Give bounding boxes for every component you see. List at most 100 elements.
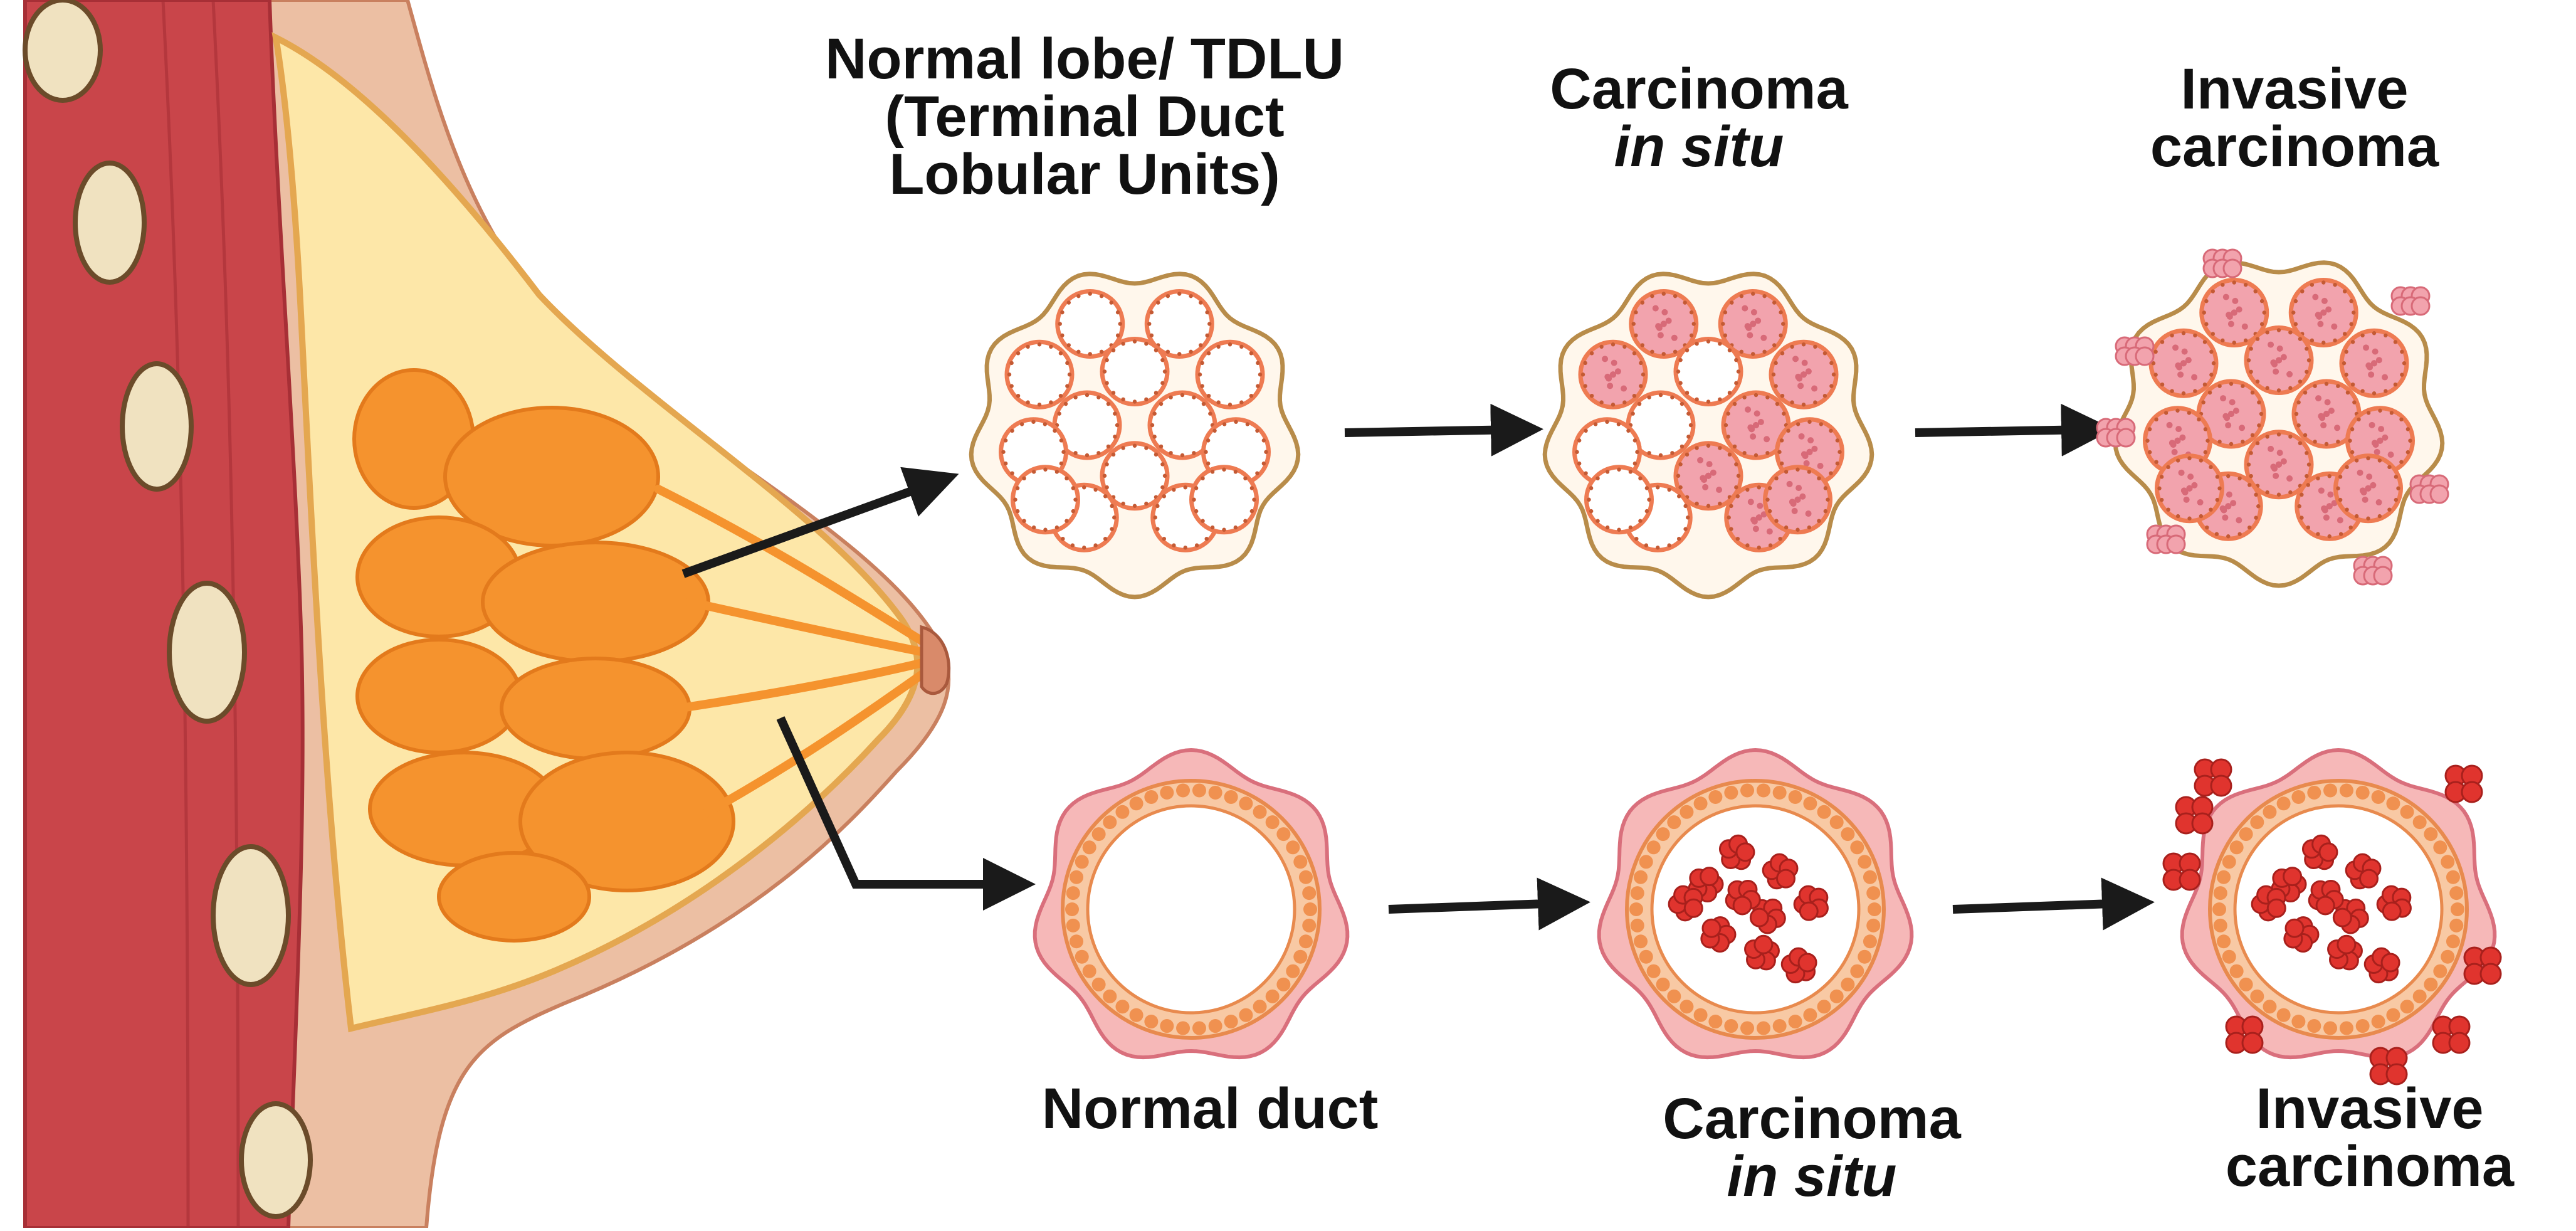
cell-dot	[1192, 451, 1196, 455]
cell-dot	[1013, 497, 1017, 502]
cell-dot	[1577, 438, 1582, 443]
cell-dot	[2197, 417, 2201, 422]
tumor-nucleus	[2273, 368, 2279, 375]
cell-dot	[1043, 467, 1048, 472]
cell-dot	[1580, 372, 1585, 377]
cell-dot	[1176, 783, 1191, 798]
cell-dot	[1632, 393, 1637, 398]
tumor-nucleus	[2324, 399, 2331, 406]
cell-dot	[2387, 465, 2392, 470]
cell-dot	[1774, 361, 1778, 366]
tumor-nucleus	[2276, 461, 2282, 468]
cell-dot	[1255, 471, 1259, 475]
cell-dot	[2257, 400, 2261, 404]
cell-dot	[2294, 411, 2299, 416]
cell-dot	[2323, 783, 2338, 798]
cell-dot	[2276, 328, 2281, 332]
lobe-invasive-carcinoma-illustration	[2096, 248, 2449, 588]
cell-dot	[1822, 351, 1827, 356]
cell-dot	[2255, 441, 2260, 446]
cell-dot	[2217, 384, 2222, 388]
cell-dot	[1075, 949, 1089, 964]
cell-dot	[1868, 902, 1881, 916]
invading-cell	[2479, 963, 2502, 985]
cell-dot	[2246, 462, 2251, 467]
cell-dot	[2209, 507, 2213, 512]
cell-dot	[1093, 543, 1098, 547]
cell-dot	[1031, 420, 1036, 424]
cell-dot	[2394, 475, 2399, 479]
tumor-nucleus	[1657, 332, 1664, 339]
cell-dot	[1159, 444, 1164, 449]
cell-dot	[1829, 361, 1834, 366]
cell-dot	[2339, 1021, 2353, 1035]
cell-dot	[2378, 408, 2382, 413]
tumor-nucleus	[1798, 433, 1805, 440]
cell-dot	[1735, 536, 1740, 541]
cell-dot	[2229, 964, 2244, 978]
cell-dot	[1144, 446, 1149, 450]
cell-dot	[1584, 428, 1588, 433]
cell-dot	[1841, 827, 1855, 842]
invading-cell	[2116, 428, 2136, 448]
tumor-nucleus	[2326, 503, 2333, 510]
cell-dot	[1253, 805, 1267, 819]
cell-dot	[1777, 450, 1782, 454]
tumor-nucleus	[1755, 317, 1762, 324]
cell-dot	[1667, 487, 1671, 492]
cell-dot	[2336, 440, 2340, 444]
cell-dot	[1049, 400, 1053, 404]
cell-dot	[2424, 827, 2438, 842]
tumor-nucleus	[2174, 437, 2181, 444]
cell-dot	[1065, 519, 1069, 523]
cell-dot	[2400, 372, 2404, 377]
cell-dot	[1727, 452, 1732, 457]
duct-cis-label: Carcinoma in situ	[1617, 1090, 2006, 1205]
cell-dot	[2405, 450, 2410, 455]
cell-dot	[1121, 446, 1125, 450]
normal-duct-label: Normal duct	[978, 1080, 1442, 1138]
cell-dot	[2291, 310, 2296, 315]
tumor-nucleus	[1753, 422, 1759, 428]
cell-dot	[1644, 486, 1649, 490]
cell-dot	[1303, 902, 1317, 916]
cell-dot	[1001, 450, 1006, 454]
cell-dot	[2204, 299, 2209, 304]
cell-dot	[1686, 515, 1690, 520]
cell-dot	[2303, 433, 2308, 438]
tumor-cell	[2332, 907, 2352, 927]
cell-dot	[2246, 358, 2251, 362]
tumor-cell	[2315, 896, 2335, 916]
cell-dot	[1154, 391, 1159, 395]
cell-dot	[2399, 417, 2404, 422]
cell-dot	[1082, 840, 1096, 855]
cell-dot	[2181, 331, 2186, 335]
tumor-nucleus	[1786, 480, 1793, 487]
acinus	[1055, 289, 1125, 359]
cell-dot	[1807, 470, 1812, 474]
cell-dot	[1204, 450, 1208, 454]
cell-dot	[1646, 964, 1661, 978]
cell-dot	[1239, 796, 1253, 811]
cell-dot	[2229, 381, 2234, 386]
cell-dot	[1718, 397, 1722, 402]
cell-dot	[1676, 494, 1681, 499]
cell-dot	[1144, 1015, 1159, 1029]
tumor-nucleus	[2315, 395, 2322, 402]
cell-dot	[1632, 351, 1637, 356]
cell-dot	[2297, 504, 2301, 509]
cell-dot	[1015, 509, 1020, 514]
tumor-cell	[2337, 934, 2357, 954]
cell-dot	[1734, 485, 1738, 490]
tumor-nucleus	[2219, 505, 2226, 512]
cell-dot	[1016, 393, 1021, 398]
cell-dot	[1685, 348, 1690, 352]
cell-dot	[1822, 393, 1827, 398]
cell-dot	[1022, 476, 1026, 481]
cell-dot	[1634, 870, 1648, 884]
cell-dot	[2202, 340, 2207, 344]
tumor-nucleus	[2236, 306, 2242, 313]
cell-dot	[1589, 351, 1594, 356]
cell-dot	[1233, 470, 1238, 474]
